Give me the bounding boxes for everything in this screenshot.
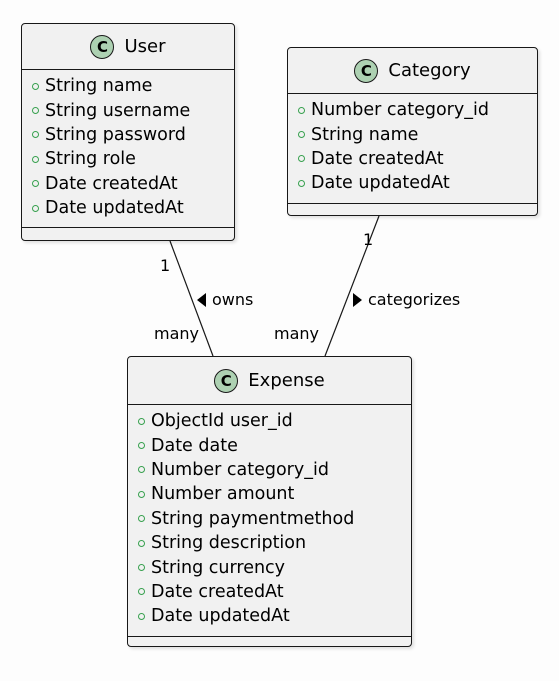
class-c-icon: C (90, 34, 115, 59)
attribute-text: String description (151, 533, 307, 554)
attribute-text: String username (45, 100, 191, 121)
attribute-text: Date createdAt (151, 581, 284, 602)
categorizes-expense-multiplicity: many (274, 324, 319, 343)
expense-class-header: C Expense (128, 357, 411, 405)
class-c-icon: C (354, 58, 379, 83)
public-visibility-icon (138, 417, 145, 425)
attribute-row: Number category_id (128, 458, 411, 482)
attribute-row: String paymentmethod (128, 507, 411, 531)
attribute-row: String role (22, 147, 234, 171)
category-class: C Category Number category_id String nam… (287, 47, 538, 216)
expense-attribute-list: ObjectId user_id Date date Number catego… (128, 405, 411, 637)
category-class-header: C Category (288, 48, 537, 94)
attribute-row: Date createdAt (128, 580, 411, 604)
public-visibility-icon (298, 106, 305, 114)
user-class: C User String name String username Strin… (21, 23, 235, 241)
owns-label-text: owns (212, 290, 254, 309)
public-visibility-icon (298, 179, 305, 187)
attribute-text: String currency (151, 557, 286, 578)
public-visibility-icon (138, 564, 145, 572)
categorizes-line (324, 215, 380, 357)
attribute-row: Number amount (128, 482, 411, 506)
attribute-text: Date updatedAt (45, 198, 184, 219)
public-visibility-icon (32, 155, 39, 163)
public-visibility-icon (138, 466, 145, 474)
attribute-row: ObjectId user_id (128, 409, 411, 433)
public-visibility-icon (138, 588, 145, 596)
public-visibility-icon (298, 155, 305, 163)
public-visibility-icon (32, 82, 39, 90)
attribute-row: String username (22, 98, 234, 122)
attribute-text: Date date (151, 435, 238, 456)
attribute-row: Date updatedAt (128, 604, 411, 628)
attribute-text: Number amount (151, 484, 295, 505)
attribute-text: Date updatedAt (151, 606, 290, 627)
attribute-text: Number category_id (151, 459, 329, 480)
owns-user-multiplicity: 1 (160, 256, 171, 275)
attribute-row: Date createdAt (22, 172, 234, 196)
category-attribute-list: Number category_id String name Date crea… (288, 94, 537, 204)
attribute-text: String name (311, 124, 419, 145)
attribute-row: String description (128, 531, 411, 555)
class-c-icon: C (214, 368, 239, 393)
attribute-text: String password (45, 124, 186, 145)
attribute-row: Number category_id (288, 98, 537, 122)
public-visibility-icon (32, 107, 39, 115)
categorizes-label-text: categorizes (368, 290, 461, 309)
attribute-row: String password (22, 123, 234, 147)
expense-class-name: Expense (248, 370, 325, 391)
public-visibility-icon (32, 131, 39, 139)
categorizes-category-multiplicity: 1 (363, 230, 374, 249)
attribute-row: String name (288, 122, 537, 146)
attribute-row: String currency (128, 555, 411, 579)
owns-line (169, 240, 214, 357)
category-class-name: Category (388, 60, 471, 81)
direction-arrow-right-icon (353, 292, 362, 307)
public-visibility-icon (138, 515, 145, 523)
attribute-text: String name (45, 76, 153, 97)
attribute-text: String paymentmethod (151, 508, 355, 529)
attribute-text: Date createdAt (311, 148, 444, 169)
attribute-text: Date updatedAt (311, 173, 450, 194)
attribute-text: Number category_id (311, 100, 489, 121)
direction-arrow-left-icon (197, 292, 206, 307)
attribute-row: String name (22, 74, 234, 98)
user-class-name: User (124, 36, 166, 57)
expense-class: C Expense ObjectId user_id Date date Num… (127, 356, 412, 647)
attribute-text: String role (45, 149, 136, 170)
user-attribute-list: String name String username String passw… (22, 70, 234, 228)
user-class-header: C User (22, 24, 234, 70)
attribute-row: Date updatedAt (288, 171, 537, 195)
owns-label: owns (197, 290, 253, 309)
public-visibility-icon (138, 539, 145, 547)
attribute-text: ObjectId user_id (151, 411, 293, 432)
attribute-row: Date date (128, 433, 411, 457)
categorizes-label: categorizes (353, 290, 460, 309)
attribute-row: Date createdAt (288, 147, 537, 171)
public-visibility-icon (138, 490, 145, 498)
owns-expense-multiplicity: many (154, 324, 199, 343)
public-visibility-icon (298, 131, 305, 139)
public-visibility-icon (138, 612, 145, 620)
public-visibility-icon (32, 180, 39, 188)
public-visibility-icon (32, 204, 39, 212)
public-visibility-icon (138, 442, 145, 450)
attribute-text: Date createdAt (45, 173, 178, 194)
attribute-row: Date updatedAt (22, 196, 234, 220)
